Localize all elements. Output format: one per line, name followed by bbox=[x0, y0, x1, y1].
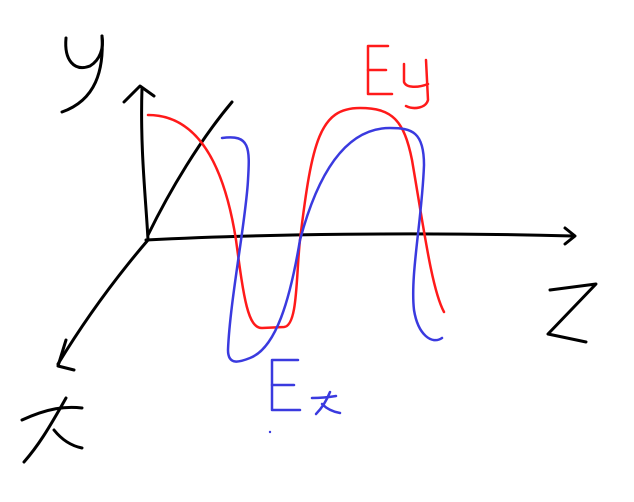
y-axis-label bbox=[60, 34, 104, 114]
ink-dot bbox=[268, 430, 272, 434]
axis-letters bbox=[20, 34, 598, 464]
y-axis-label-text: y bbox=[0, 0, 1, 1]
y-axis-arrowhead bbox=[122, 84, 156, 104]
ey-label-text: Ey bbox=[0, 0, 2, 1]
ex-wave bbox=[220, 126, 444, 363]
y-axis-line bbox=[140, 86, 150, 242]
x-axis-label bbox=[20, 396, 84, 464]
x-axis-label-text: x bbox=[0, 0, 1, 1]
axes bbox=[56, 84, 577, 372]
x-axis-arrowhead bbox=[56, 338, 76, 372]
z-axis-line bbox=[144, 232, 575, 242]
ex-label bbox=[268, 358, 342, 434]
z-axis-label bbox=[546, 282, 598, 344]
x-axis-line bbox=[56, 238, 150, 366]
ey-label bbox=[366, 44, 430, 110]
z-axis-arrowhead bbox=[563, 226, 577, 246]
slant-line bbox=[146, 100, 234, 237]
z-axis-label-text: Z bbox=[0, 0, 1, 1]
ex-label-text: Ex bbox=[0, 0, 2, 1]
ey-wave bbox=[146, 106, 446, 330]
